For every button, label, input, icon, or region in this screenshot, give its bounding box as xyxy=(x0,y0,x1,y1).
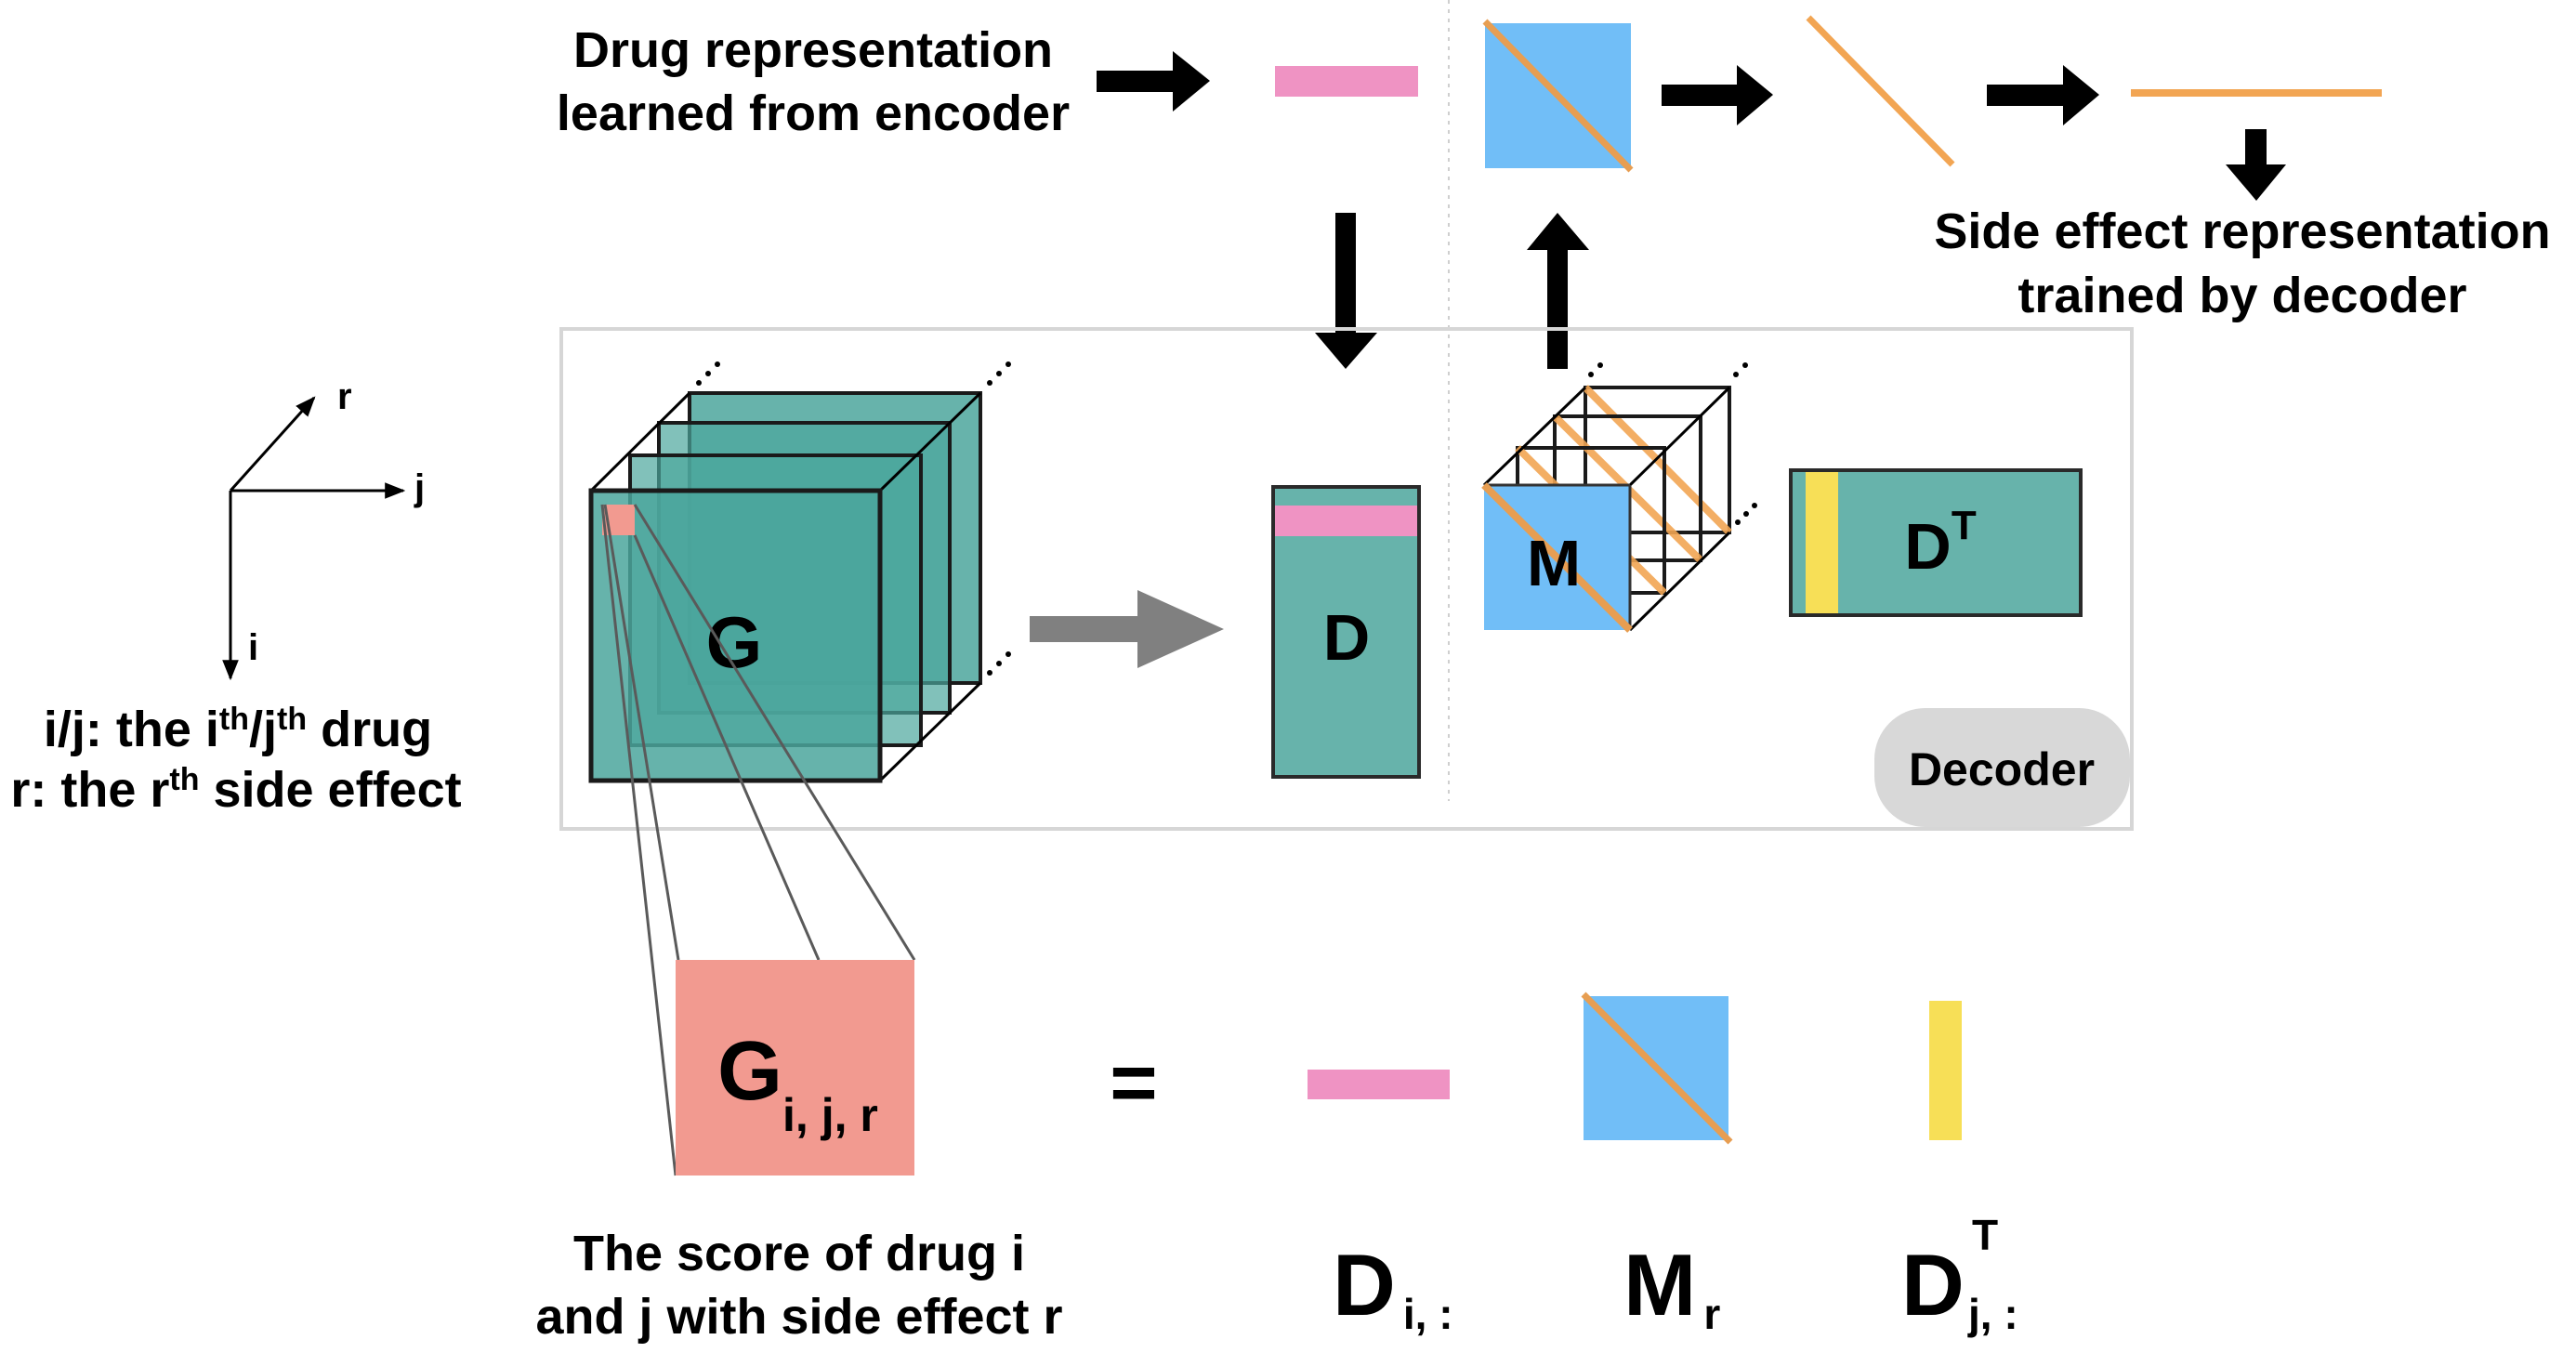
transpose-D-label: DT xyxy=(1904,503,1977,583)
arrow-up-icon xyxy=(1527,213,1589,369)
side-effect-caption-line2: trained by decoder xyxy=(2017,268,2466,323)
axis-label-i: i xyxy=(248,627,258,668)
decoder-frame xyxy=(559,327,2134,831)
side-effect-vector xyxy=(2131,89,2382,97)
arrow-right-icon xyxy=(1987,65,2099,125)
drug-caption-line1: Drug representation xyxy=(573,22,1053,78)
arrow-right-icon xyxy=(1097,51,1210,112)
diagonal-top xyxy=(1482,19,1634,173)
arrow-down-icon xyxy=(2226,129,2286,201)
term-drug-column xyxy=(1929,1001,1962,1140)
term-relation-diagonal xyxy=(1581,992,1733,1145)
zoom-lines xyxy=(600,504,916,1176)
axis-label-r: r xyxy=(337,376,352,417)
score-box xyxy=(676,960,914,1176)
term-drug-row xyxy=(1308,1070,1450,1099)
drug-vector-top xyxy=(1275,66,1418,97)
term3-subscript: j, : xyxy=(1967,1290,2018,1338)
side-effect-caption-line1: Side effect representation xyxy=(1934,204,2550,259)
arrow-right-icon xyxy=(1662,65,1773,125)
score-caption-line1: The score of drug i xyxy=(573,1226,1025,1281)
decoder-badge-label: Decoder xyxy=(1909,743,2095,795)
legend-side-effect-index: r: the rth side effect xyxy=(10,762,461,818)
drug-row-highlight xyxy=(1275,506,1417,536)
tensor-G xyxy=(588,361,1011,783)
relation-tensor-M xyxy=(1481,362,1757,633)
legend-drug-index: i/j: the ith/jth drug xyxy=(44,702,432,757)
decoder-badge xyxy=(1874,708,2130,827)
score-main-label: Gi, j, r xyxy=(717,1025,878,1141)
equals-sign: = xyxy=(1110,1036,1157,1128)
score-caption-line2: and j with side effect r xyxy=(535,1289,1062,1345)
term3-label: D xyxy=(1901,1236,1965,1333)
arrow-right-icon xyxy=(1030,590,1224,668)
diagonal-extracted xyxy=(1806,15,1955,167)
arrow-down-icon xyxy=(1315,213,1377,369)
tensor-G-label: G xyxy=(706,601,763,683)
term3-superscript: T xyxy=(1972,1211,1998,1259)
drug-matrix-D-label: D xyxy=(1323,601,1371,674)
drug-matrix-transpose xyxy=(1789,468,2083,617)
drug-column-highlight xyxy=(1806,472,1838,613)
axes-legend xyxy=(222,396,406,681)
drug-caption-line2: learned from encoder xyxy=(557,85,1070,141)
axis-label-j: j xyxy=(414,467,425,508)
relation-M-label: M xyxy=(1527,527,1581,599)
